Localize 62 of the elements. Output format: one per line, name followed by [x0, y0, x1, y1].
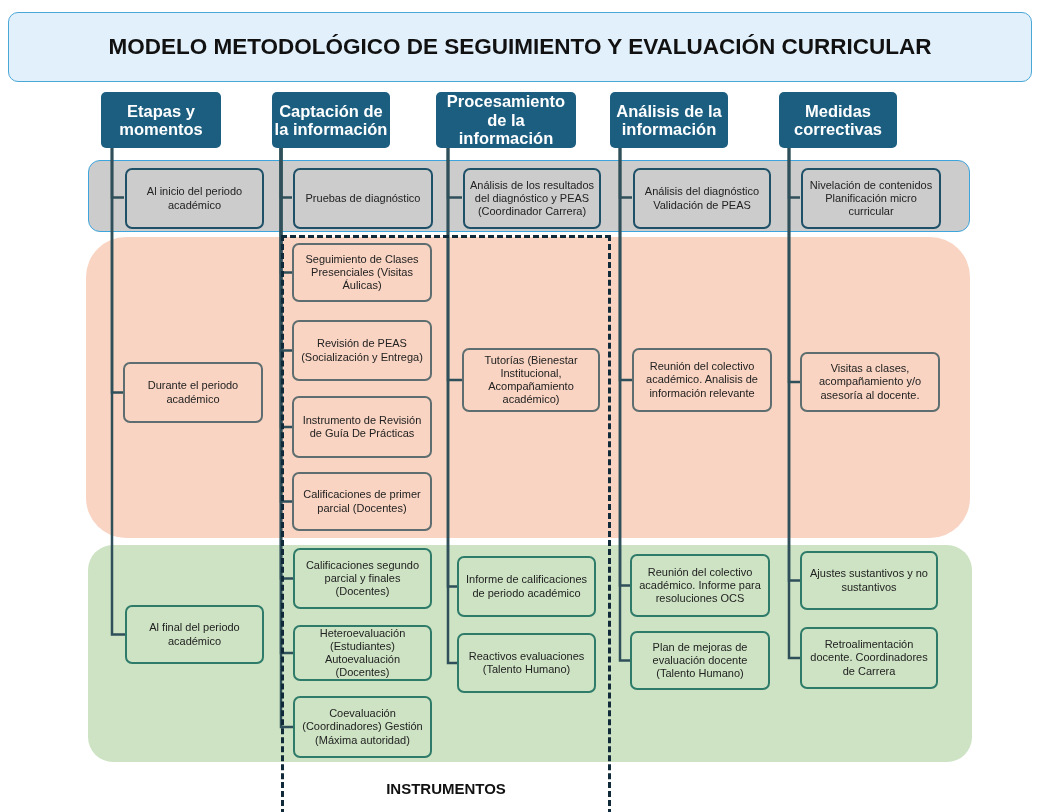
box-text: Instrumento de Revisión de Guía De Prácticas	[301, 413, 423, 441]
box-text: Revisión de PEAS (Socialización y Entrega)	[300, 337, 424, 364]
process-box	[462, 348, 600, 412]
process-box	[292, 472, 432, 531]
box-text: Al final del periodo académico	[148, 621, 241, 648]
box-text: Calificaciones segundo parcial y finales (Docentes)	[304, 558, 421, 599]
box-text: Informe de calificaciones de periodo académico	[464, 573, 589, 600]
box-text: Reunión del colectivo académico. Informe para resoluciones OCS	[638, 565, 762, 606]
stage-band	[88, 160, 970, 232]
connector-line	[787, 148, 800, 660]
process-box	[800, 627, 938, 689]
box-text: Plan de mejoras de evaluación docente (Talento Humano)	[651, 640, 749, 681]
box-text: Retroalimentación docente. Coordinadores de Carrera	[809, 638, 929, 678]
process-box	[630, 631, 770, 690]
box-text: Calificaciones de primer parcial (Docentes)	[302, 488, 422, 515]
process-box	[292, 396, 432, 458]
process-box	[457, 633, 596, 693]
process-box	[630, 554, 770, 617]
process-box	[800, 551, 938, 610]
header-text: Captación de la información	[274, 101, 388, 139]
process-box	[800, 352, 940, 412]
box-text: Al inicio del periodo académico	[145, 185, 244, 212]
frame-label: INSTRUMENTOS	[386, 780, 506, 797]
box-text: Heteroevaluación (Estudiantes) Autoevaluación (Docentes)	[318, 626, 407, 680]
column-header	[272, 92, 390, 148]
process-box	[457, 556, 596, 617]
process-box	[292, 320, 432, 381]
process-box	[293, 548, 432, 609]
box-text: Coevaluación (Coordinadores) Gestión (Máxima autoridad)	[301, 707, 424, 747]
box-text: Durante el periodo académico	[146, 379, 240, 406]
process-box	[125, 168, 264, 229]
process-box	[801, 168, 941, 229]
box-text: Ajustes sustantivos y no sustantivos	[809, 567, 929, 594]
header-text: Medidas correctivas	[792, 101, 884, 139]
process-box	[125, 605, 264, 664]
stage-band	[86, 237, 970, 538]
process-box	[293, 168, 433, 229]
box-text: Análisis de los resultados del diagnóstico y PEAS (Coordinador Carrera)	[468, 178, 596, 219]
diagram-title: MODELO METODOLÓGICO DE SEGUIMIENTO Y EVALUACIÓN CURRICULAR	[108, 34, 932, 60]
process-box	[633, 168, 771, 229]
process-box	[292, 243, 432, 302]
process-box	[293, 696, 432, 758]
header-text: Etapas y momentos	[118, 101, 204, 139]
box-text: Análisis del diagnóstico Validación de PEAS	[643, 185, 761, 212]
box-text: Seguimiento de Clases Presenciales (Visitas Áulicas)	[304, 252, 420, 293]
box-text: Visitas a clases, acompañamiento y/o asesoría al docente.	[817, 362, 923, 402]
process-box	[293, 625, 432, 681]
connector-line	[110, 148, 125, 636]
box-text: Pruebas de diagnóstico	[305, 191, 421, 206]
header-text: Análisis de la información	[615, 101, 723, 139]
box-text: Nivelación de contenidos Planificación micro curricular	[808, 178, 934, 219]
column-header	[610, 92, 728, 148]
box-text: Tutorías (Bienestar Institucional, Acompañamiento académico)	[483, 353, 579, 407]
box-text: Reunión del colectivo académico. Analisis de información relevante	[645, 360, 759, 400]
stage-band	[88, 545, 972, 762]
column-header	[779, 92, 897, 148]
process-box	[463, 168, 601, 229]
header-text: Procesamiento de la información	[445, 92, 567, 148]
process-box	[123, 362, 263, 423]
process-box	[632, 348, 772, 412]
box-text: Reactivos evaluaciones (Talento Humano)	[467, 649, 586, 677]
column-header	[101, 92, 221, 148]
